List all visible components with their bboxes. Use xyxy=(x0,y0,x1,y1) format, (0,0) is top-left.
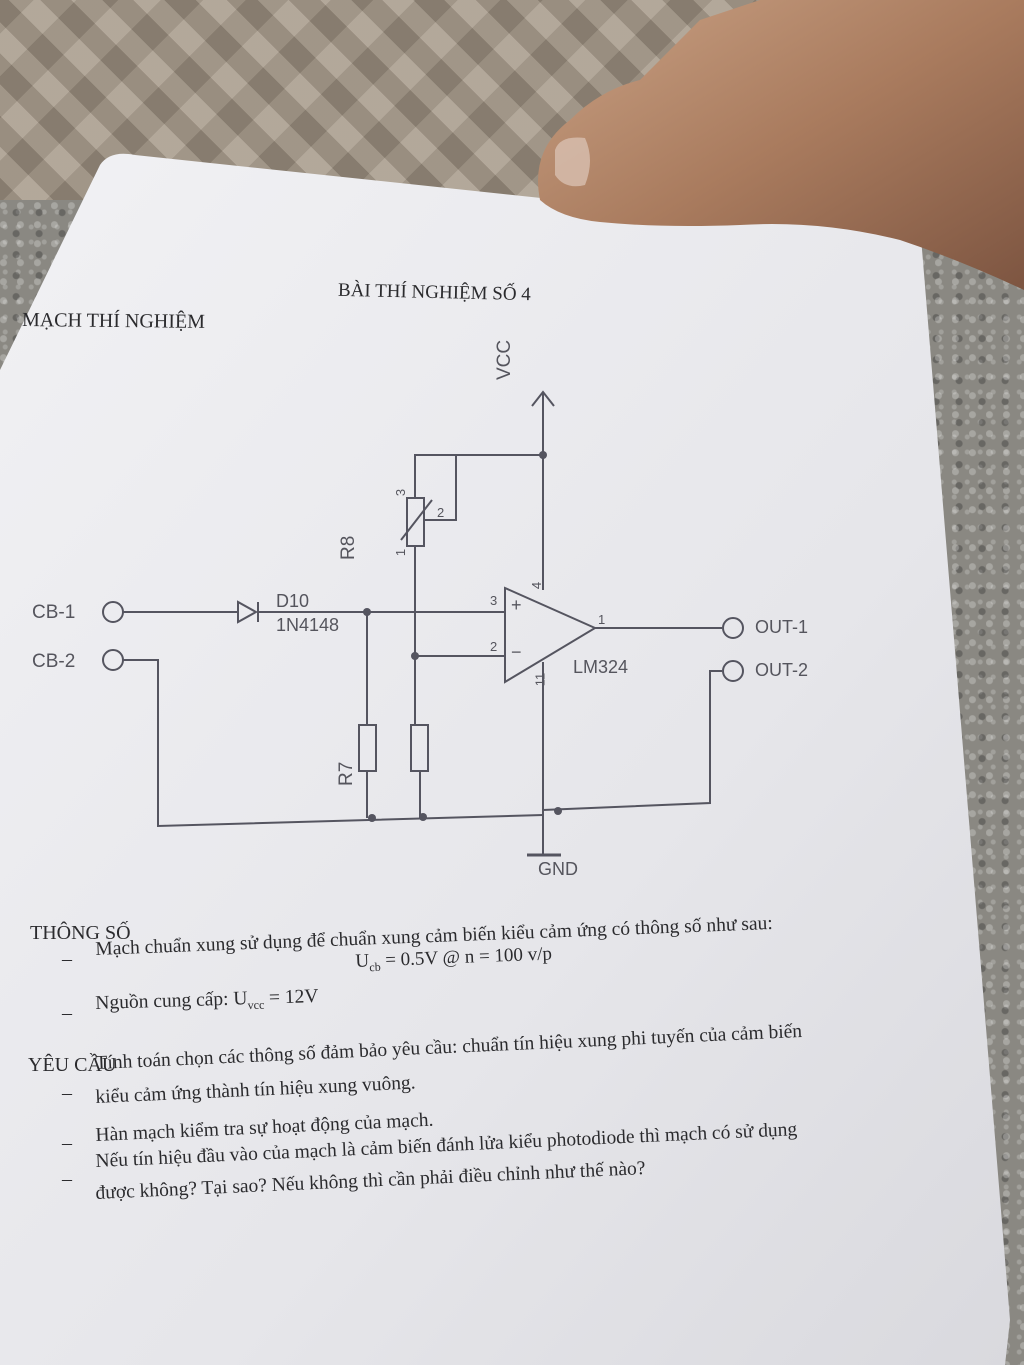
out1-terminal xyxy=(722,617,744,639)
opamp-plus-sign: + xyxy=(511,595,522,615)
d10-label: D10 xyxy=(276,591,310,611)
params-dash-2: – xyxy=(62,1002,72,1024)
formula-value: = 0.5V @ n = 100 v/p xyxy=(380,943,553,972)
out2-label: OUT-2 xyxy=(755,660,809,680)
pot-wiper-wire xyxy=(425,455,457,521)
section-circuit-heading: MẠCH THÍ NGHIỆM xyxy=(21,309,206,333)
req-dash-3: – xyxy=(62,1168,72,1190)
pot-pin-2: 2 xyxy=(437,505,445,520)
opamp-minus-sign: − xyxy=(511,642,522,662)
opamp-part-label: LM324 xyxy=(573,657,629,677)
opamp-pin-out-number: 1 xyxy=(598,612,606,627)
vcc-arrow xyxy=(531,390,555,407)
opamp-pin-plus-number: 3 xyxy=(490,593,498,608)
supply-subscript: vcc xyxy=(247,997,265,1013)
pot-pin-1: 1 xyxy=(393,548,409,557)
vcc-label: VCC xyxy=(494,339,515,380)
req-dash-2: – xyxy=(62,1132,72,1154)
pot-pin-3: 3 xyxy=(393,488,409,497)
cb2-terminal xyxy=(102,649,124,671)
r8-variable-arrow xyxy=(400,499,433,541)
lm324-opamp xyxy=(504,586,598,684)
supply-value: = 12V xyxy=(263,985,319,1009)
supply-label: Nguồn cung cấp: U xyxy=(95,988,248,1014)
formula-subscript: cb xyxy=(369,959,381,975)
out2-terminal xyxy=(722,660,744,682)
pot-top-wire xyxy=(414,454,543,498)
cb1-terminal xyxy=(102,601,124,623)
d10-diode xyxy=(237,600,259,624)
opamp-pin-vplus-number: 4 xyxy=(529,581,545,590)
cb1-label: CB-1 xyxy=(32,602,76,623)
formula-symbol: U xyxy=(355,950,370,972)
r-divider-resistor xyxy=(410,724,429,772)
gnd-label: GND xyxy=(538,859,578,879)
section-params-heading: THÔNG SỐ xyxy=(30,922,131,944)
opamp-pin-minus-number: 2 xyxy=(490,639,498,654)
out1-label: OUT-1 xyxy=(755,617,809,637)
section-requirements-heading: YÊU CẦU xyxy=(28,1054,117,1076)
params-dash-1: – xyxy=(62,948,72,970)
diode-part-label: 1N4148 xyxy=(276,615,340,635)
cb2-label: CB-2 xyxy=(32,651,76,672)
req-dash-1: – xyxy=(62,1082,72,1104)
opamp-pin-vminus-number: 11 xyxy=(532,672,548,687)
r8-label: R8 xyxy=(338,535,359,560)
r7-resistor xyxy=(358,724,377,772)
document-title: BÀI THÍ NGHIỆM SỐ 4 xyxy=(337,279,532,306)
r7-label: R7 xyxy=(336,761,357,786)
